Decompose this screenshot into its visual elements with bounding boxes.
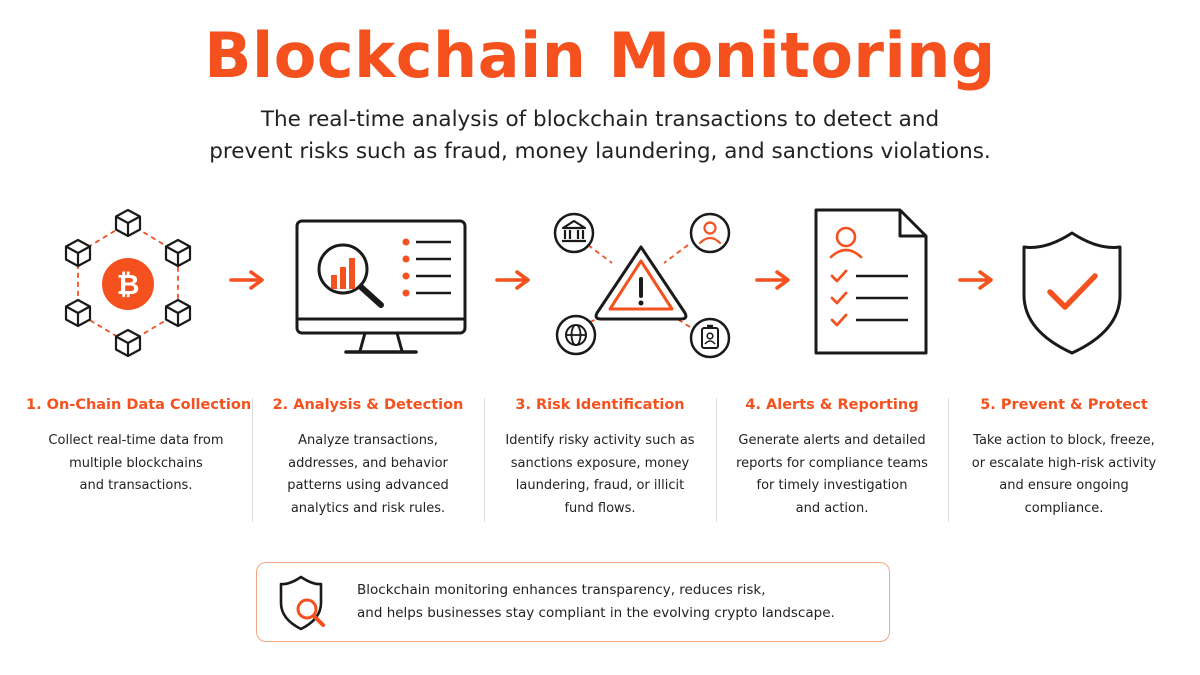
process-steps: 1. On-Chain Data Collection Collect real…	[20, 394, 1180, 524]
bitcoin-network-icon: ₿	[64, 208, 192, 358]
arrow-right-icon	[958, 270, 993, 290]
process-icons-canvas: ₿	[64, 208, 1122, 359]
shield-check-icon	[1022, 231, 1122, 355]
summary-callout: Blockchain monitoring enhances transpare…	[256, 562, 890, 642]
step-2: 2. Analysis & Detection Analyze transact…	[252, 394, 484, 524]
step-title: 5. Prevent & Protect	[980, 397, 1148, 413]
step-title: 2. Analysis & Detection	[272, 397, 464, 413]
monitor-analytics-icon	[295, 219, 467, 354]
step-description: Identify risky activity such as sanction…	[505, 433, 695, 516]
step-3: 3. Risk Identification Identify risky ac…	[484, 394, 716, 524]
step-1: 1. On-Chain Data Collection Collect real…	[20, 394, 252, 524]
summary-text: Blockchain monitoring enhances transpare…	[357, 582, 835, 621]
step-title: 1. On-Chain Data Collection	[26, 397, 252, 413]
shield-search-icon	[279, 575, 325, 631]
step-description: Generate alerts and detailed reports for…	[736, 433, 928, 516]
risk-warning-network-icon	[553, 212, 731, 359]
arrow-right-icon	[229, 270, 264, 290]
svg-text:₿: ₿	[117, 268, 140, 301]
step-title: 3. Risk Identification	[515, 397, 685, 413]
step-5: 5. Prevent & Protect Take action to bloc…	[948, 394, 1180, 524]
arrow-right-icon	[755, 270, 790, 290]
step-description: Analyze transactions, addresses, and beh…	[287, 433, 449, 516]
page-subtitle: The real-time analysis of blockchain tra…	[209, 107, 991, 164]
step-description: Collect real-time data from multiple blo…	[48, 433, 224, 493]
process-icons-row: ₿	[0, 195, 1200, 375]
step-title: 4. Alerts & Reporting	[745, 397, 919, 413]
report-checklist-icon	[814, 208, 928, 355]
step-4: 4. Alerts & Reporting Generate alerts an…	[716, 394, 948, 524]
page-title: Blockchain Monitoring	[204, 19, 996, 92]
step-description: Take action to block, freeze, or escalat…	[971, 433, 1157, 516]
arrow-right-icon	[495, 270, 530, 290]
